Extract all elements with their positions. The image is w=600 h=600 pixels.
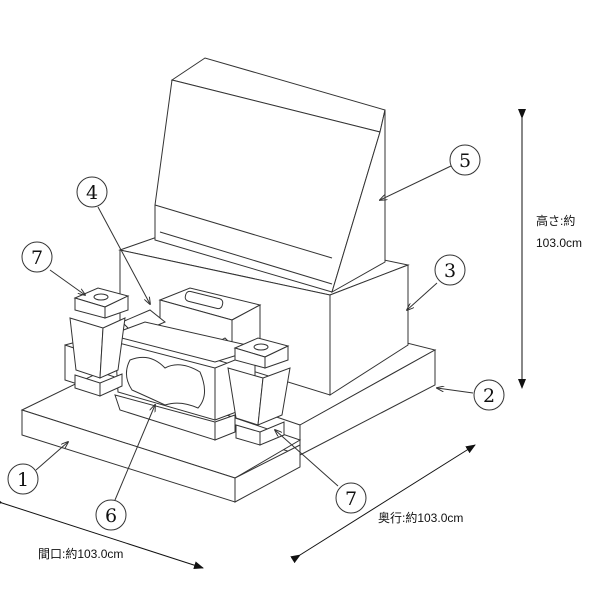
height-value: 103.0cm (536, 236, 583, 250)
callout-4: 4 (76, 176, 108, 208)
width-label: 間口:約103.0cm (38, 547, 124, 561)
depth-dimension-arrow (290, 444, 476, 564)
callout-1: 1 (7, 463, 39, 495)
callout-7-right: 7 (335, 482, 367, 514)
svg-text:7: 7 (345, 488, 357, 510)
svg-text:1: 1 (17, 469, 29, 491)
svg-text:5: 5 (459, 150, 471, 172)
callout-6: 6 (95, 499, 127, 531)
height-label: 高さ:約 (536, 214, 576, 228)
flower-vase-right-7 (227, 337, 291, 446)
width-dimension-arrow (0, 496, 204, 570)
svg-text:3: 3 (444, 260, 456, 282)
svg-text:2: 2 (483, 385, 495, 407)
callout-3: 3 (434, 254, 466, 286)
foundation-1 (20, 371, 302, 503)
svg-text:4: 4 (86, 182, 98, 204)
flower-vase-left-7 (69, 287, 130, 397)
callout-2: 2 (473, 379, 505, 411)
svg-text:7: 7 (31, 247, 43, 269)
svg-text:6: 6 (105, 505, 117, 527)
callout-7-left: 7 (21, 241, 53, 273)
main-stone-5 (154, 57, 386, 294)
callout-5: 5 (449, 144, 481, 176)
depth-label: 奥行:約103.0cm (378, 511, 464, 525)
